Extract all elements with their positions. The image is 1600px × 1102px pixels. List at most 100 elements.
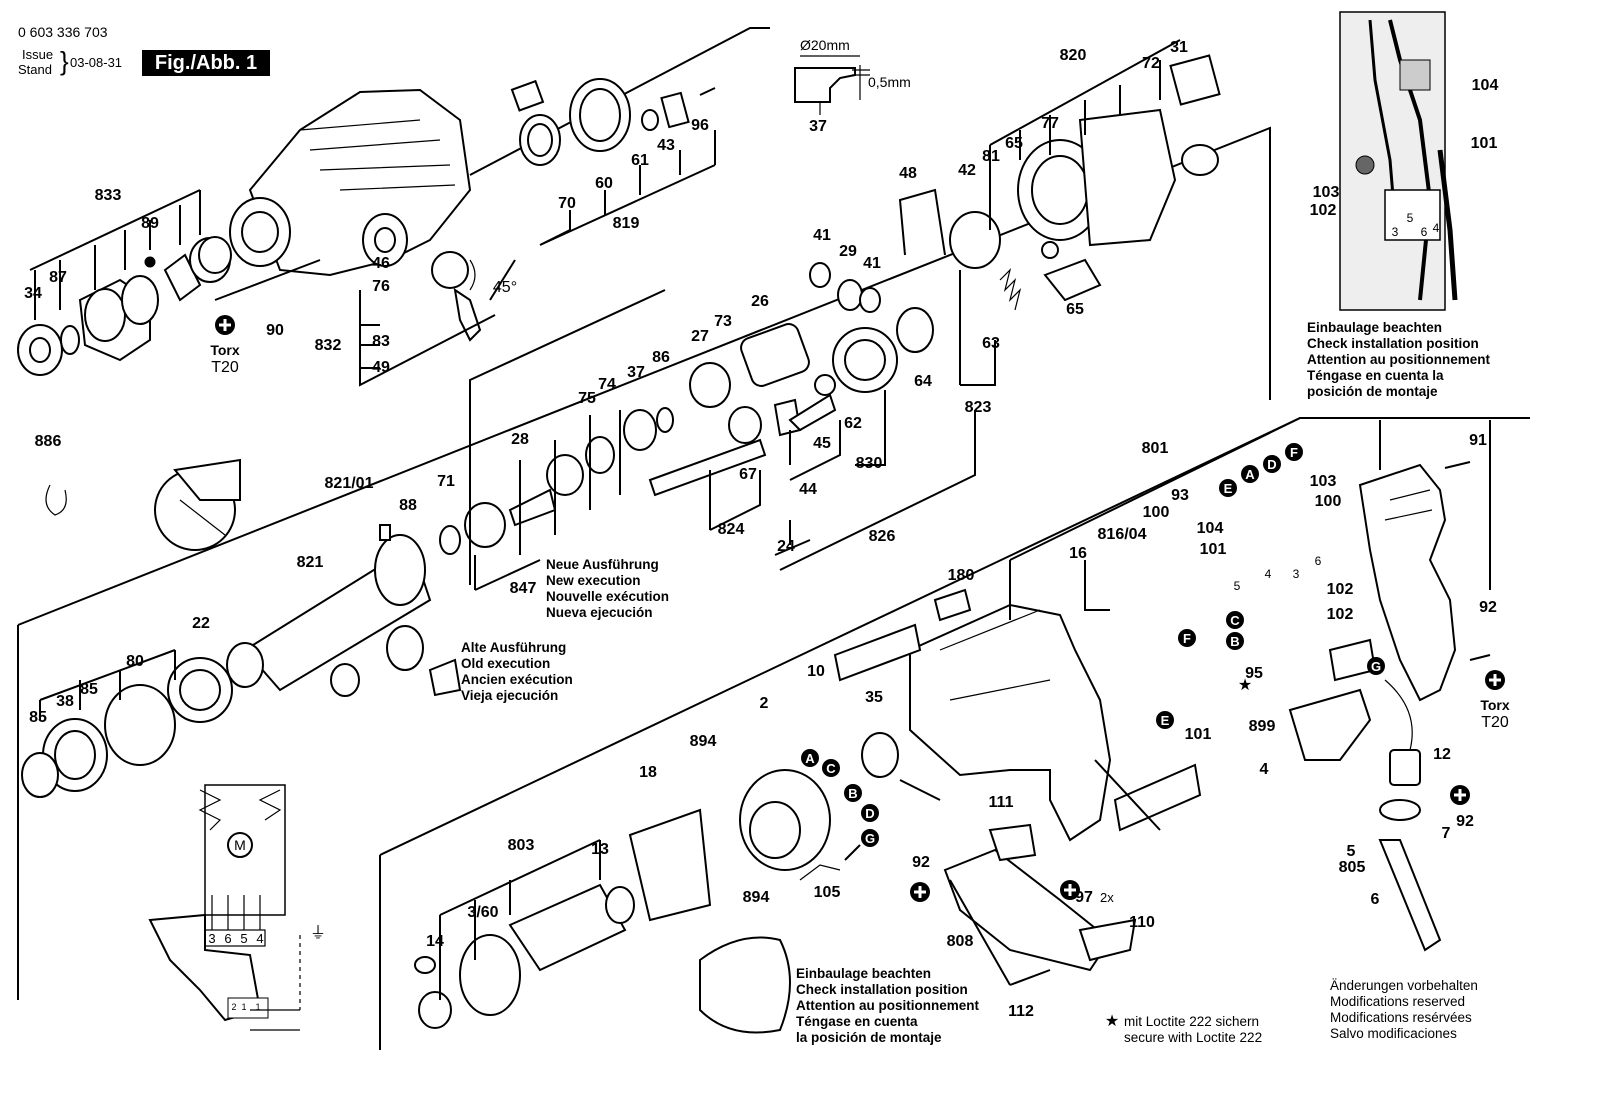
note-new-execution: Neue Ausführung New execution Nouvelle e… — [546, 557, 670, 620]
part-label-87: 5 — [1347, 843, 1356, 860]
part-label-29: 31 — [1170, 39, 1188, 56]
tool-holder-parts — [17, 236, 321, 376]
part-label-71: 803 — [508, 837, 535, 854]
note-modifications: Änderungen vorbehalten Modifications res… — [1330, 978, 1478, 1041]
badge-circle-4 — [861, 829, 879, 847]
badge-letter-8: F — [1290, 445, 1298, 460]
part-label-36: 45 — [813, 435, 831, 452]
badge-letter-11: C — [1230, 613, 1240, 628]
chisel-gap: 0,5mm — [868, 74, 911, 90]
badge-circle-10 — [1156, 711, 1174, 729]
part-label-28: 72 — [1142, 55, 1160, 72]
part-label-76: 105 — [814, 884, 841, 901]
part-label-53: 67 — [739, 466, 757, 483]
note-old-execution: Alte Ausführung Old execution Ancien exé… — [461, 640, 573, 703]
torx-size-2: T20 — [1481, 714, 1509, 731]
issue-label: Issue — [22, 47, 54, 62]
part-label-58: 801 — [1142, 440, 1169, 457]
part-label-35: 62 — [844, 415, 862, 432]
part-label-79: 97 — [1075, 889, 1093, 906]
badge-letter-5: E — [1224, 481, 1233, 496]
spindle-assembly — [21, 454, 584, 798]
part-label-52: 85 — [29, 709, 47, 726]
part-label-99: 104 — [1472, 77, 1499, 94]
part-label-73: 3/60 — [467, 904, 498, 921]
part-label-63: 16 — [1069, 545, 1087, 562]
part-label-44: 88 — [399, 497, 417, 514]
star-icon: ★ — [1238, 677, 1252, 694]
part-label-55: 24 — [777, 538, 795, 555]
badge-circle-8 — [1285, 443, 1303, 461]
terminal-3: 3 — [208, 931, 215, 946]
part-label-92: 95 — [1245, 665, 1263, 682]
photo-terminal-5: 5 — [1407, 211, 1414, 225]
part-label-22: 73 — [714, 313, 732, 330]
part-label-72: 13 — [591, 841, 609, 858]
note-install-position-top: Einbaulage beachten Check installation p… — [1307, 320, 1490, 399]
part-label-81: 808 — [947, 933, 974, 950]
part-label-74: 14 — [426, 933, 444, 950]
part-label-59: 91 — [1469, 432, 1487, 449]
terminal-4: 4 — [256, 931, 263, 946]
part-label-16: 48 — [899, 165, 917, 182]
badge-circle-0 — [801, 749, 819, 767]
part-label-89: 6 — [1371, 891, 1380, 908]
part-label-9: 49 — [372, 359, 390, 376]
part-label-83: 101 — [1185, 726, 1212, 743]
part-label-67: 35 — [865, 689, 883, 706]
part-label-96: 101 — [1200, 541, 1227, 558]
part-label-75: 894 — [743, 889, 770, 906]
badge-circle-7 — [1263, 455, 1281, 473]
panel-frames — [17, 27, 1530, 1050]
angle-label: 45° — [493, 279, 517, 296]
part-label-30: 65 — [1066, 301, 1084, 318]
part-label-43: 71 — [437, 473, 455, 490]
part-label-41: 75 — [578, 390, 596, 407]
part-label-7: 832 — [315, 337, 342, 354]
badge-circle-3 — [861, 804, 879, 822]
wiring-schematic — [148, 784, 301, 1031]
wire-num-5: 5 — [1234, 579, 1241, 593]
part-label-26: 77 — [1041, 115, 1059, 132]
torx-icon — [215, 315, 1505, 902]
part-label-66: 10 — [807, 663, 825, 680]
part-label-11: 60 — [595, 175, 613, 192]
badge-letter-4: G — [865, 831, 875, 846]
badge-letter-0: A — [805, 751, 815, 766]
ground-symbol: ⏚ — [310, 924, 326, 942]
part-label-32: 63 — [982, 335, 1000, 352]
part-label-12: 61 — [631, 152, 649, 169]
part-number: 0 603 336 703 — [18, 24, 108, 40]
part-label-42: 28 — [511, 431, 529, 448]
part-label-64: 816/04 — [1098, 526, 1147, 543]
part-label-102: 102 — [1310, 202, 1337, 219]
badge-circle-1 — [822, 759, 840, 777]
badge-letter-2: B — [848, 786, 857, 801]
badge-letter-7: D — [1267, 457, 1276, 472]
badge-circle-11 — [1226, 611, 1244, 629]
part-label-2: 87 — [49, 269, 67, 286]
part-label-69: 894 — [690, 733, 717, 750]
chisel-detail — [794, 55, 870, 115]
badge-letter-13: G — [1371, 659, 1381, 674]
part-label-82: 112 — [1008, 1003, 1034, 1020]
selector-switch — [431, 251, 516, 342]
part-label-50: 85 — [80, 681, 98, 698]
part-label-94: 102 — [1327, 606, 1354, 623]
part-label-78: 92 — [912, 854, 930, 871]
part-label-34: 830 — [856, 455, 883, 472]
badge-circle-6 — [1241, 465, 1259, 483]
terminal-6: 6 — [224, 931, 231, 946]
part-label-60: 92 — [1479, 599, 1497, 616]
issue-date: 03-08-31 — [70, 55, 123, 70]
part-label-20: 26 — [751, 293, 769, 310]
part-label-84: 12 — [1433, 746, 1451, 763]
badge-circle-9 — [1178, 629, 1196, 647]
torx-name-1: Torx — [210, 342, 240, 358]
stand-label: Stand — [18, 62, 52, 77]
wire-num-4: 4 — [1265, 567, 1272, 581]
part-label-4: 90 — [266, 322, 284, 339]
wire-num-6: 6 — [1315, 554, 1322, 568]
